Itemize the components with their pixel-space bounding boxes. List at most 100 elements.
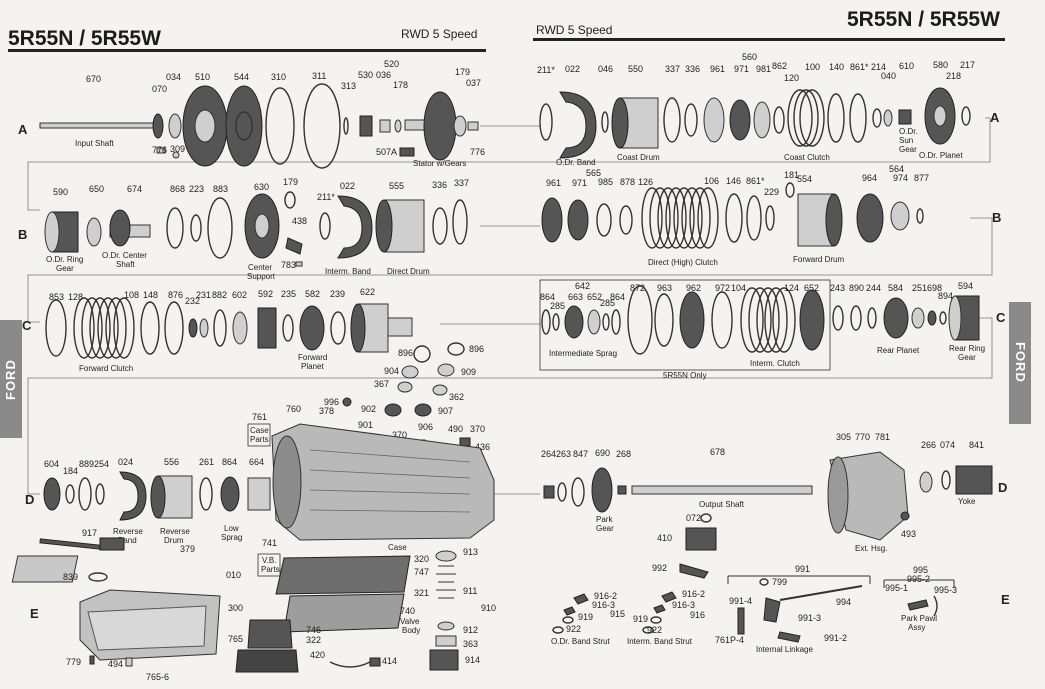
callout-972: 972 [715,283,730,293]
callout-991: 991 [795,564,810,574]
label-reverse-band-2: Band [118,536,137,545]
washer-232-drawing [188,318,198,338]
row-d-left-callouts: 604 184 889 254 024 556 261 864 664 Reve… [44,457,264,545]
ring-799-drawing [759,578,769,586]
seal-070-drawing [152,113,164,139]
callout-140: 140 [829,62,844,72]
piston-367-drawing [397,381,413,393]
callout-181: 181 [784,170,799,180]
row-b-right: B [992,210,1001,225]
callout-995: 995 [913,565,928,575]
callout-311: 311 [312,71,326,81]
callout-894: 894 [938,291,953,301]
right-page-header: RWD 5 Speed 5R55N / 5R55W [533,8,1005,41]
reverse-drum-face [150,475,166,519]
lever-991-2-drawing [777,631,801,643]
label-case: Case [388,543,407,552]
callout-996: 996 [324,397,339,407]
ring-337b-drawing [452,199,468,245]
accumulator-902-drawing [384,403,402,417]
transmission-case-group: 761 Case Parts 760 [247,404,495,541]
callout-864a: 864 [540,292,555,302]
ring-181-drawing [785,182,795,198]
callout-022b: 022 [340,181,355,191]
lever-991-3-drawing [763,597,781,623]
callout-799: 799 [772,577,787,587]
callout-741: 741 [262,538,277,548]
callout-781: 781 [875,432,890,442]
callout-963: 963 [657,283,672,293]
label-odr-ring-gear-1: O.Dr. Ring [46,255,83,264]
callout-266: 266 [921,440,936,450]
callout-520: 520 [384,59,399,69]
callout-410: 410 [657,533,672,543]
callout-184: 184 [63,466,78,476]
callout-217: 217 [960,60,975,70]
label-low-sprag-1: Low [224,524,239,533]
callout-995-3: 995-3 [934,585,957,595]
spring-896a-drawing [413,345,431,363]
row-e-left: E [30,606,39,621]
ring-313-drawing [343,117,349,135]
ring-046-drawing [601,111,609,133]
callout-862: 862 [772,61,787,71]
input-shaft-drawing [39,122,159,129]
callout-223: 223 [189,184,204,194]
spring-995-3-drawing [933,595,938,617]
callout-594: 594 [958,281,973,291]
callout-179: 179 [455,67,470,77]
piston-362-drawing [432,384,448,396]
accumulator-group [342,342,471,449]
callout-690: 690 [595,448,610,458]
filter-917-drawing [99,537,125,551]
center-shaft-flange [109,209,131,247]
label-ext-hsg: Ext. Hsg. [855,544,887,553]
label-valve-body-1: Valve [400,617,420,626]
rear-ring-gear-face [948,295,962,341]
gear-592-drawing [257,307,277,349]
row-c-right: C [996,310,1006,325]
row-e-right-parts [552,575,955,643]
callout-074: 074 [940,440,955,450]
callout-363: 363 [463,639,478,649]
callout-037: 037 [466,78,481,88]
yoke-drawing [955,465,993,495]
label-odr-ring-gear-2: Gear [56,264,74,273]
row-d-right: D [998,480,1007,495]
callout-494: 494 [108,659,123,669]
callout-285a: 285 [550,301,565,311]
label-forward-drum: Forward Drum [793,255,844,264]
pump-510-hub [194,109,216,143]
ring-285b-drawing [602,313,610,331]
hub-964-drawing [856,193,884,243]
callout-379: 379 [180,544,195,554]
callout-761: 761 [252,412,267,422]
hub-602-drawing [232,311,248,345]
callout-321: 321 [414,588,429,598]
solenoid-body-420-drawing [235,649,299,673]
callout-674: 674 [127,184,142,194]
ring-872-drawing [627,285,653,355]
ring-244-drawing [867,307,877,329]
row-a-left: A [18,122,28,137]
part-037-drawing [467,121,479,131]
plate-140-drawing [827,93,845,143]
ring-211-drawing [539,103,553,141]
plug-493-drawing [900,511,910,521]
case-ribs [309,449,471,513]
callout-179b: 179 [283,177,298,187]
row-markers: A A B B C C D D E E [18,110,1010,621]
callout-235: 235 [281,289,296,299]
callout-211: 211* [537,65,555,75]
label-direct-drum: Direct Drum [387,267,430,276]
part-698-drawing [927,310,937,326]
callout-779: 779 [66,657,81,667]
callout-124: 124 [784,283,799,293]
valve-body-callouts: 320 747 321 740 746 322 420 414 913 911 … [306,543,496,666]
interm-band-drawing [337,195,373,259]
seal-074-drawing [941,470,951,490]
callout-995-2: 995-2 [907,574,930,584]
ring-972-drawing [711,291,733,349]
row-c-left: C [22,318,32,333]
right-header-rule [533,38,1005,41]
